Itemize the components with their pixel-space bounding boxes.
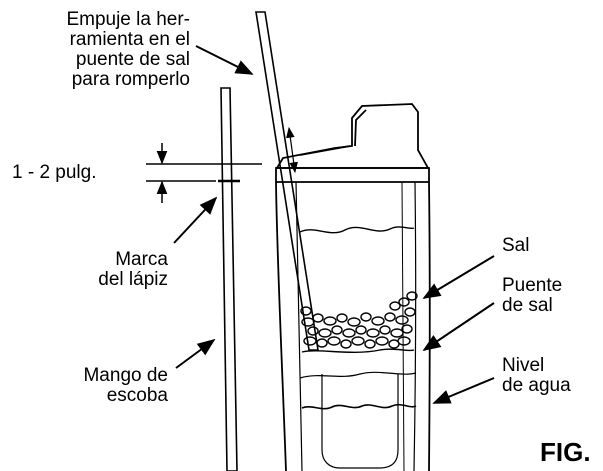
- figure-label: FIG.: [540, 437, 591, 467]
- push-tool-label: Empuje la her- ramienta en el puente de …: [66, 9, 190, 90]
- salt-bridge-icon: [300, 291, 418, 349]
- water-level-label: Nivel de agua: [502, 355, 571, 396]
- distance-label: 1 - 2 pulg.: [12, 162, 97, 183]
- pencil-mark-label: Marca del lápiz: [98, 249, 168, 290]
- broom-handle-icon: [218, 87, 240, 471]
- dimension-marker: [146, 143, 262, 203]
- salt-label: Sal: [502, 235, 530, 256]
- salt-bridge-label: Puente de sal: [502, 275, 563, 316]
- broom-handle-label: Mango de escoba: [83, 365, 168, 406]
- pointer-arrow-icon: [173, 45, 495, 404]
- broom-tool-icon: [255, 11, 319, 351]
- brine-tank-icon: [275, 103, 431, 471]
